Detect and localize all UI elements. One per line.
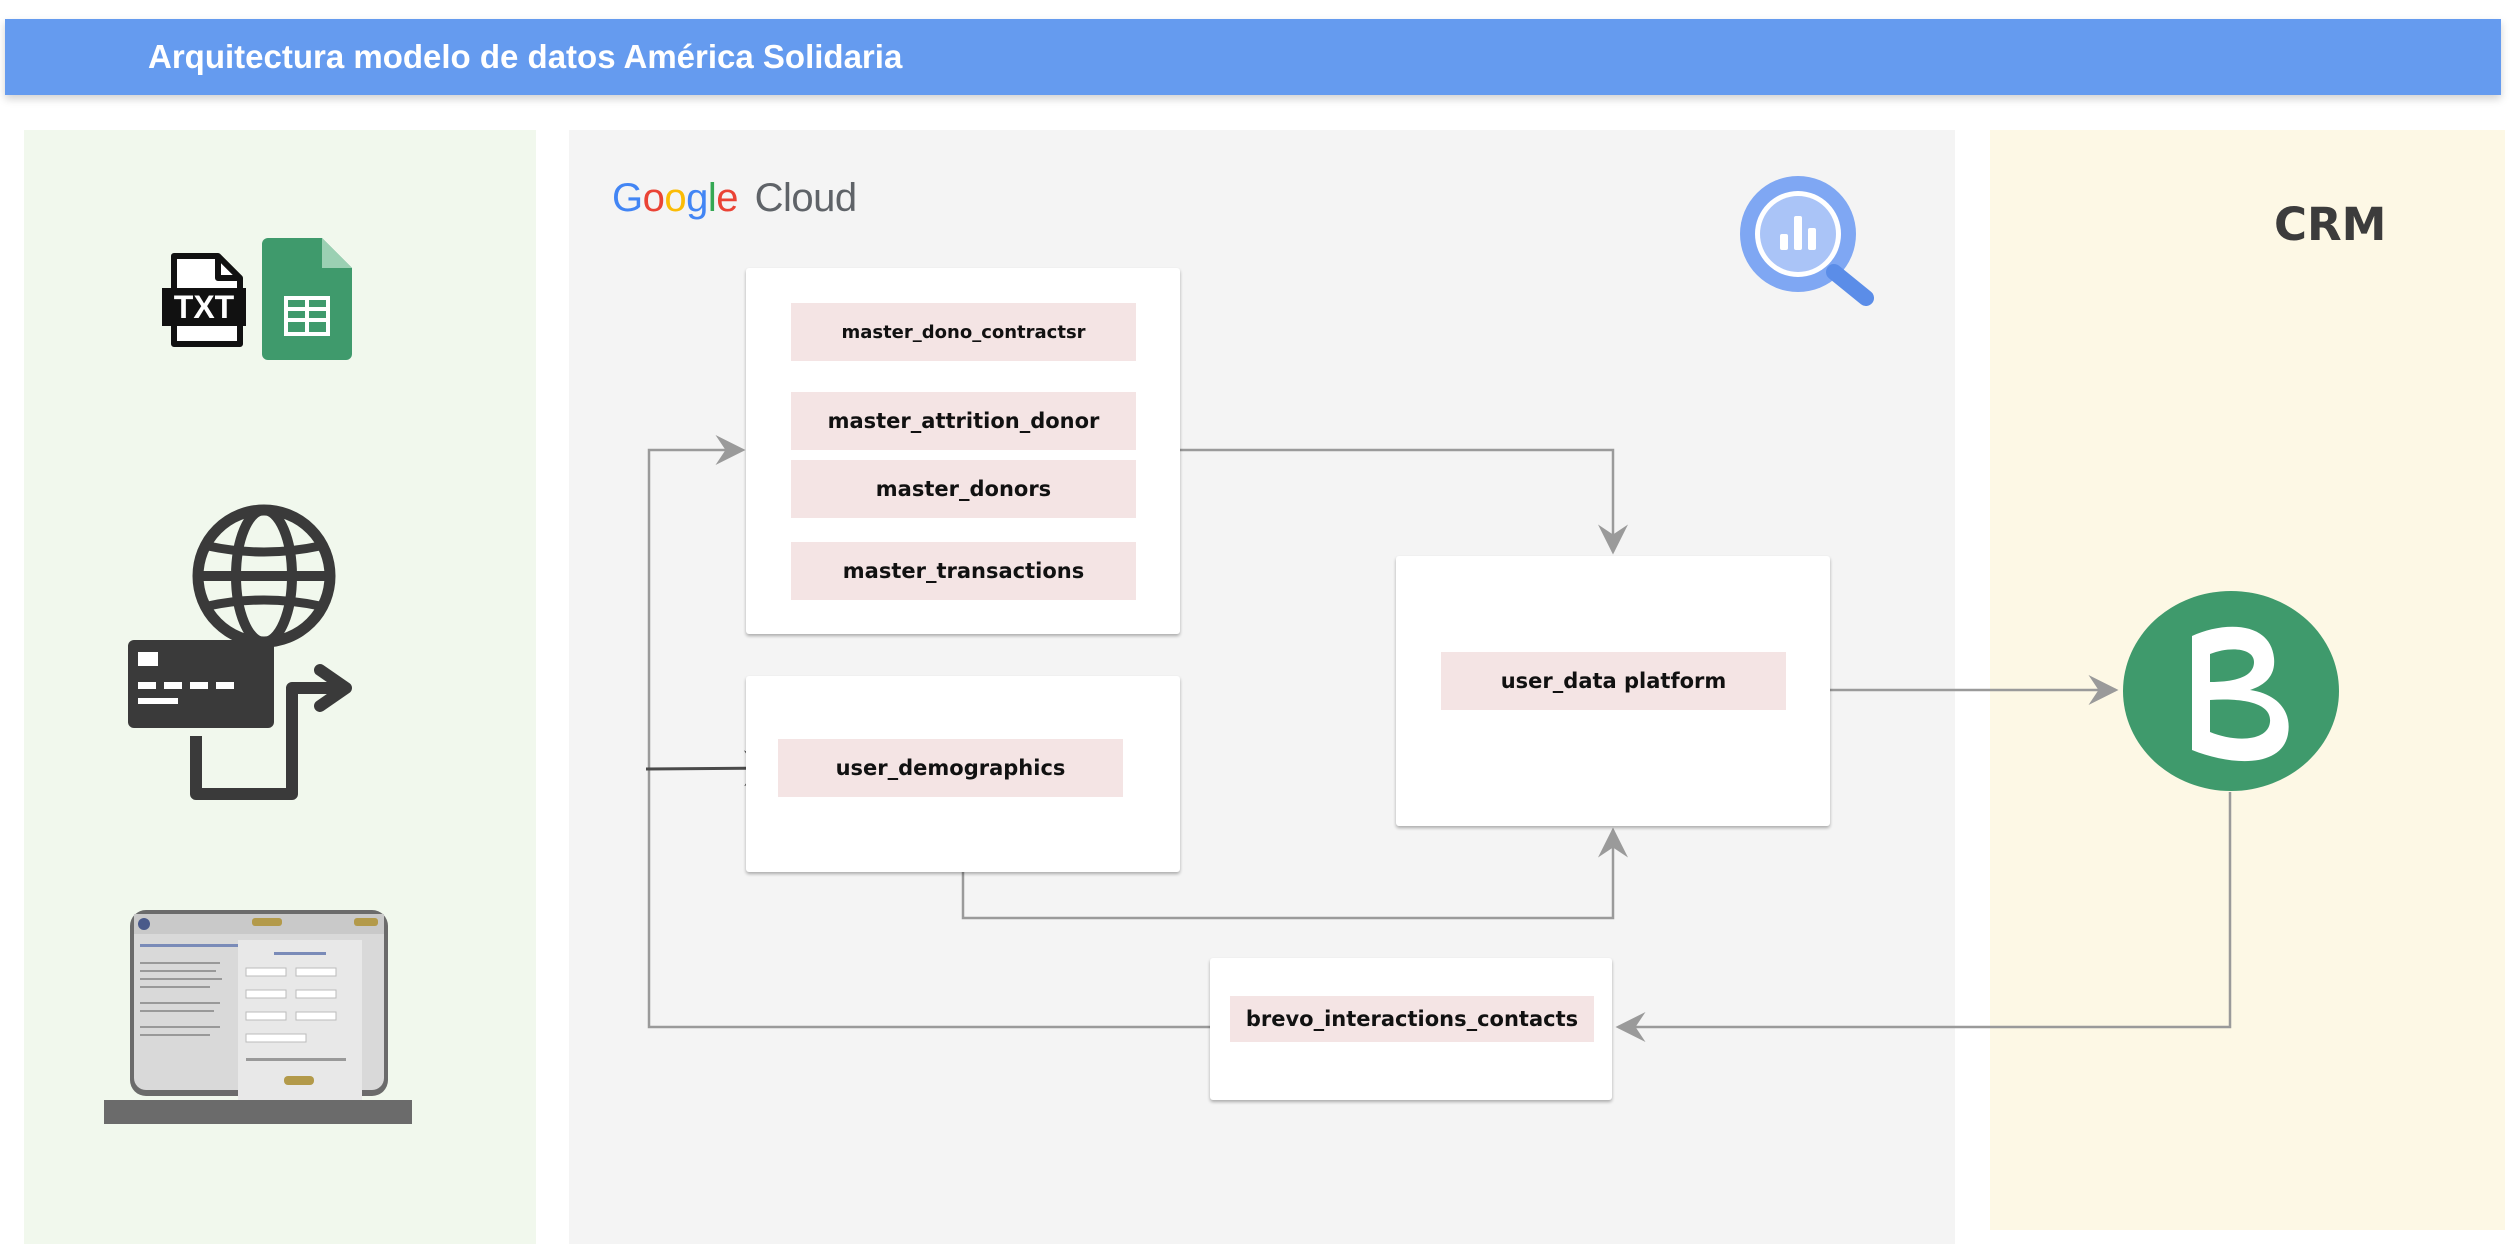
table-master-dono-contractsr: master_dono_contractsr	[791, 303, 1136, 361]
table-user-data-platform: user_data platform	[1441, 652, 1786, 710]
google-sheets-icon	[262, 238, 352, 360]
google-cloud-logo-cloud-text: Cloud	[754, 176, 858, 220]
brevo-logo	[2123, 591, 2339, 791]
crm-label: CRM	[2274, 198, 2387, 251]
connector-brevo-to-interactions	[1615, 792, 2232, 1042]
google-cloud-logo-icon: Google	[612, 176, 739, 220]
page-title: Arquitectura modelo de datos América Sol…	[148, 38, 903, 75]
bigquery-icon	[1740, 176, 1874, 306]
txt-file-label: TXT	[174, 289, 235, 325]
connector-master-to-platform	[1180, 448, 1628, 555]
connector-interactions-loop	[647, 435, 1210, 1029]
table-brevo-interactions-contacts: brevo_interactions_contacts	[1230, 996, 1594, 1042]
table-master-transactions: master_transactions	[791, 542, 1136, 600]
table-user-demographics: user_demographics	[778, 739, 1123, 797]
web-payment-icon	[128, 504, 352, 800]
google-cloud-logo: Google Cloud	[612, 176, 857, 221]
connector-demographics-to-platform	[961, 827, 1628, 920]
laptop-form-screenshot	[104, 910, 412, 1124]
txt-file-icon: TXT	[162, 253, 246, 347]
header-bar	[5, 19, 2501, 95]
table-master-attrition-donor: master_attrition_donor	[791, 392, 1136, 450]
table-master-donors: master_donors	[791, 460, 1136, 518]
